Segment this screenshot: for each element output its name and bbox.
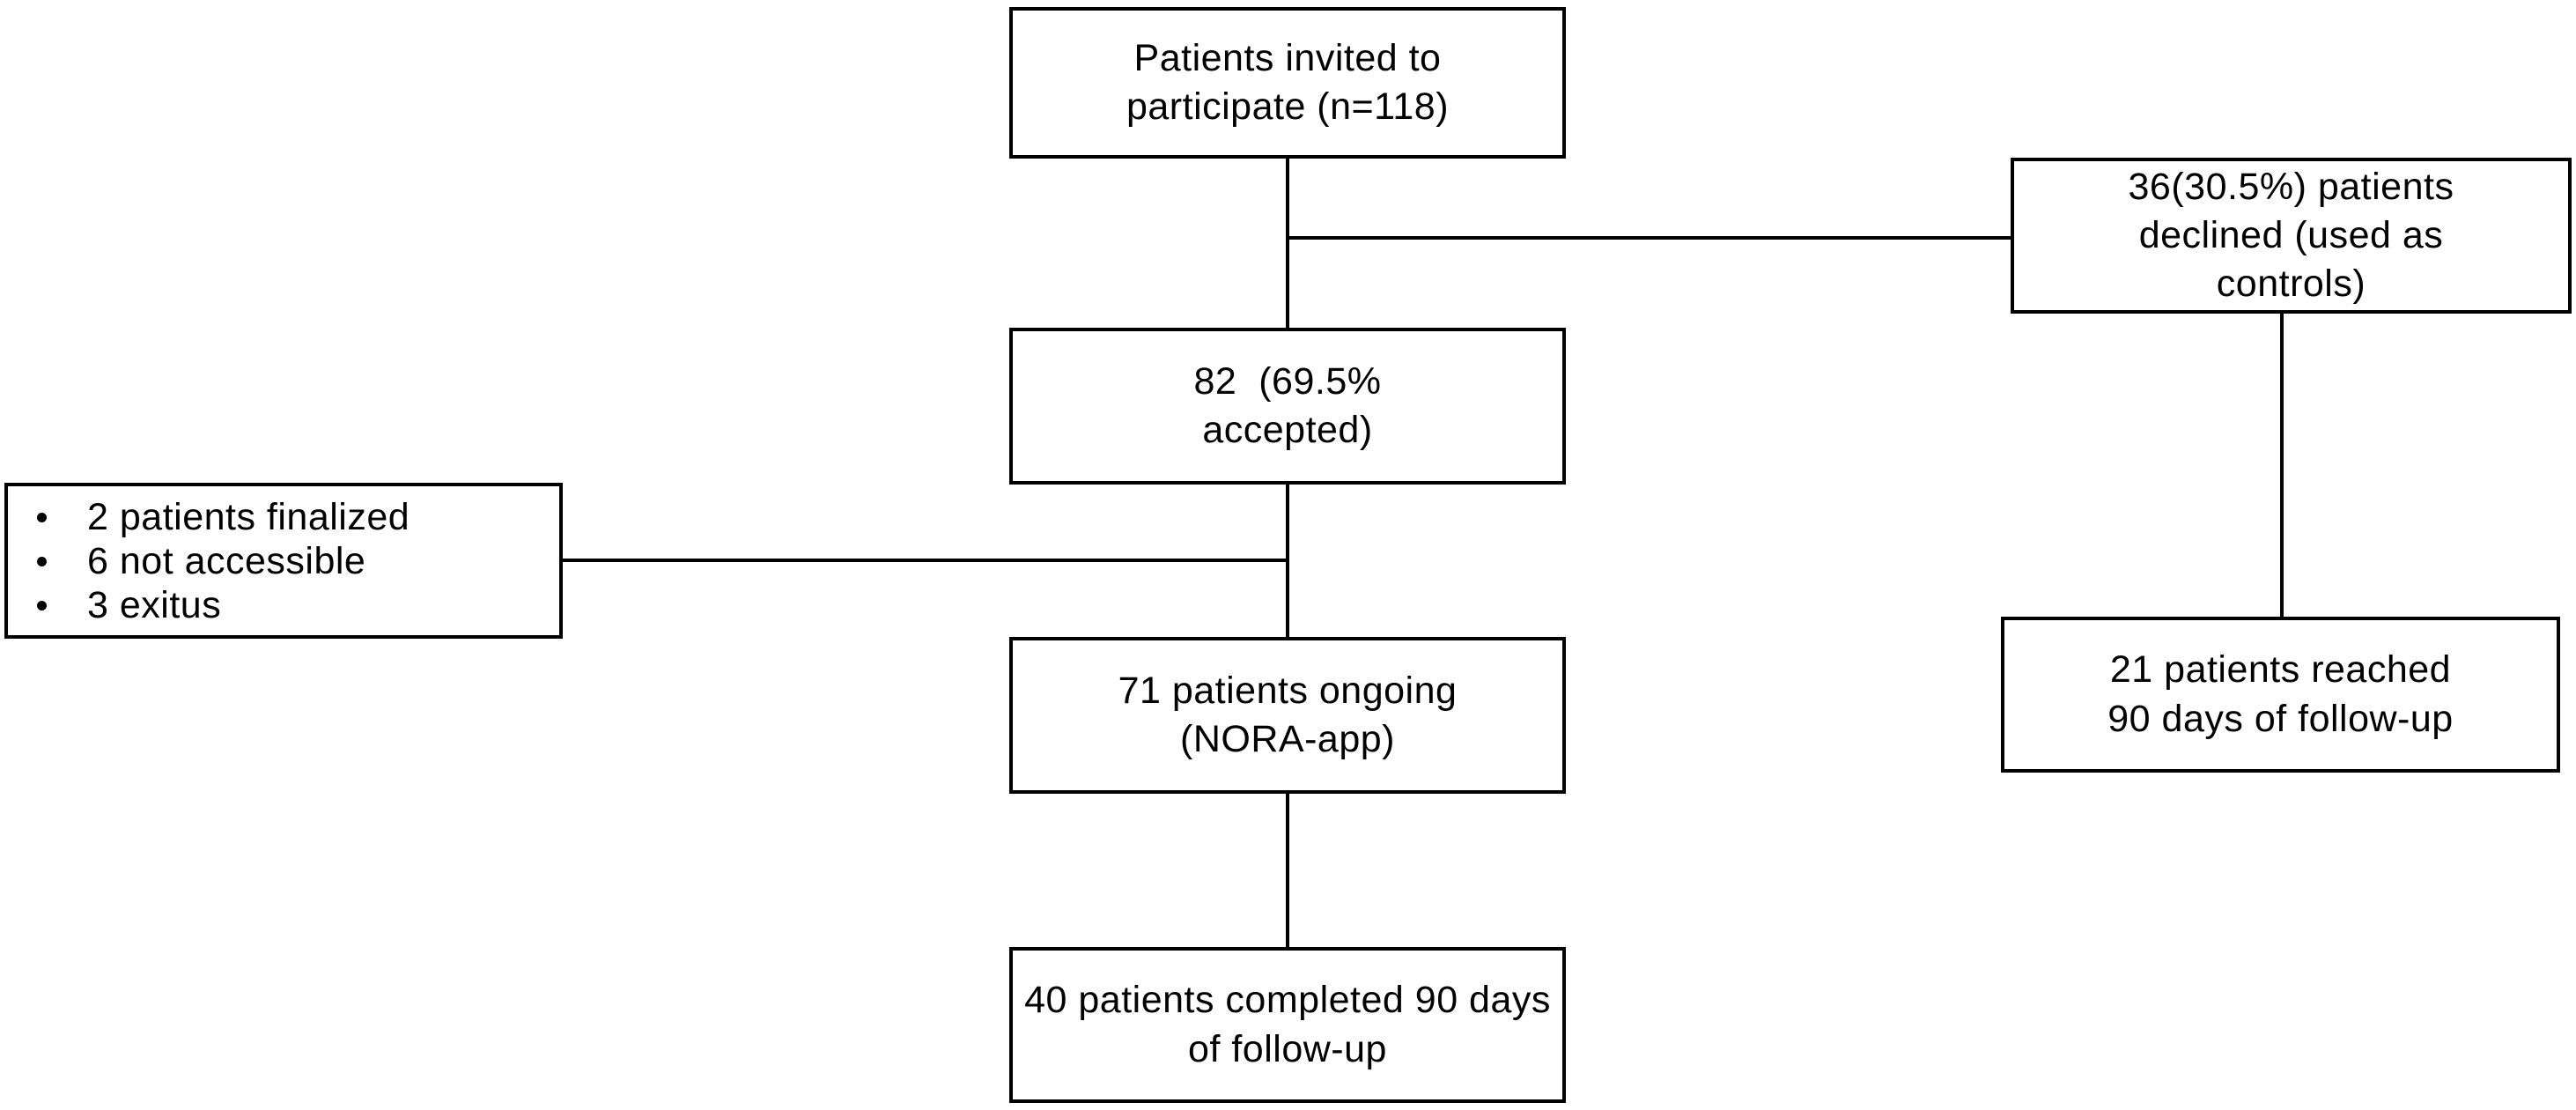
connector-branch-to-excluded (563, 559, 1289, 562)
flow-box-declined: 36(30.5%) patients declined (used as con… (2011, 158, 2572, 314)
flow-box-completed-text: 40 patients completed 90 days of follow-… (1024, 979, 1551, 1070)
connector-ongoing-to-completed (1286, 794, 1289, 949)
flow-box-ongoing-text: 71 patients ongoing (NORA-app) (1118, 669, 1458, 760)
flow-box-excluded: 2 patients finalized 6 not accessible 3 … (4, 483, 563, 639)
connector-branch-to-declined (1286, 236, 2012, 240)
flow-box-completed: 40 patients completed 90 days of follow-… (1009, 947, 1566, 1103)
flow-box-accepted: 82 (69.5% accepted) (1009, 328, 1566, 485)
flow-box-reached: 21 patients reached 90 days of follow-up (2001, 617, 2560, 773)
connector-invited-to-accepted (1286, 159, 1289, 328)
excluded-bullet-list: 2 patients finalized 6 not accessible 3 … (8, 495, 559, 627)
flow-box-ongoing: 71 patients ongoing (NORA-app) (1009, 637, 1566, 794)
flow-box-reached-text: 21 patients reached 90 days of follow-up (2107, 648, 2454, 740)
flow-box-declined-text: 36(30.5%) patients declined (used as con… (2128, 165, 2454, 306)
connector-declined-to-reached (2280, 314, 2284, 618)
flow-box-invited-text: Patients invited to participate (n=118) (1126, 36, 1450, 128)
excluded-item-finalized: 2 patients finalized (8, 495, 559, 539)
excluded-item-not-accessible: 6 not accessible (8, 539, 559, 583)
excluded-item-exitus: 3 exitus (8, 583, 559, 627)
flow-box-accepted-text: 82 (69.5% accepted) (1193, 359, 1382, 451)
flow-box-invited: Patients invited to participate (n=118) (1009, 7, 1566, 159)
